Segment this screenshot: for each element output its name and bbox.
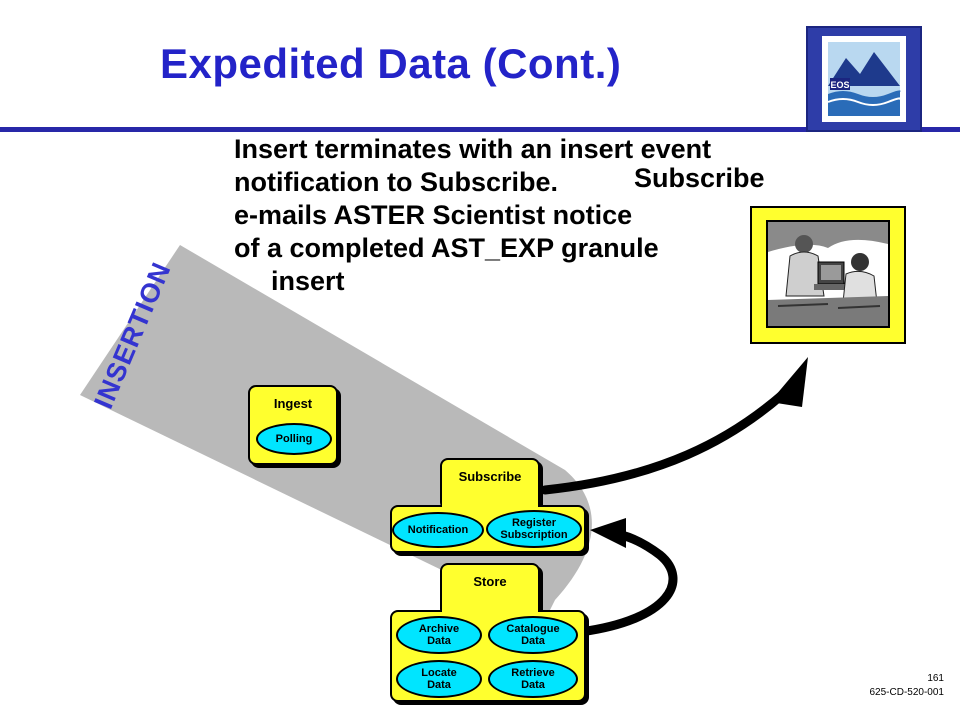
polling-oval: Polling <box>256 423 332 455</box>
title-divider <box>0 127 960 132</box>
store-module-label: Store <box>473 574 507 589</box>
eos-logo: EOS <box>806 26 922 132</box>
store-module-tab-join <box>442 605 538 615</box>
store-to-subscribe-arrow <box>575 528 678 637</box>
subscribe-module-label: Subscribe <box>458 469 522 484</box>
subscribe-module-tab-join <box>442 500 538 510</box>
scientist-photo <box>766 220 890 328</box>
body-line-4: of a completed AST_EXP granule <box>234 233 659 263</box>
subscribe-to-scientist-arrowhead <box>770 357 808 407</box>
svg-text:EOS: EOS <box>830 80 849 90</box>
notification-oval: Notification <box>392 512 484 548</box>
subscribe-to-scientist-arrow <box>540 390 787 495</box>
register-subscription-oval: Register Subscription <box>486 510 582 548</box>
store-to-subscribe-arrowhead <box>590 518 626 548</box>
body-line-5: insert <box>271 266 345 296</box>
ingest-module-label: Ingest <box>273 396 313 411</box>
archive-data-oval: Archive Data <box>396 616 482 654</box>
document-number: 625-CD-520-001 <box>869 687 945 698</box>
body-line-1: Insert terminates with an insert event <box>234 134 712 164</box>
catalogue-data-oval: Catalogue Data <box>488 616 578 654</box>
page-number: 161 <box>927 673 944 684</box>
locate-data-oval: Locate Data <box>396 660 482 698</box>
retrieve-data-oval: Retrieve Data <box>488 660 578 698</box>
eos-logo-icon: EOS <box>822 36 906 122</box>
body-line-2: notification to Subscribe. <box>234 167 559 197</box>
body-line-3: e-mails ASTER Scientist notice <box>234 200 633 230</box>
page-title: Expedited Data (Cont.) <box>160 40 622 87</box>
subscribe-caption: Subscribe <box>634 163 765 193</box>
